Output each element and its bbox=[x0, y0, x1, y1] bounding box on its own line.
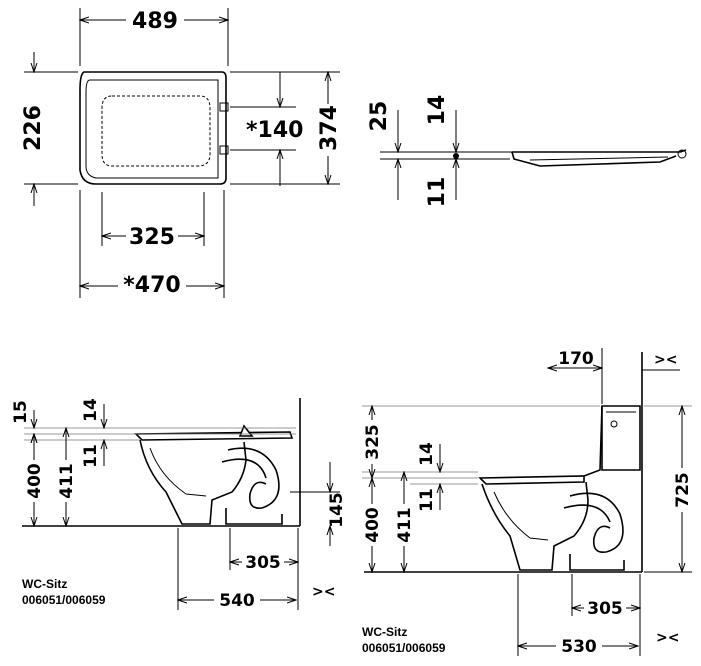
hinge-pin bbox=[677, 149, 687, 159]
right-dim-725: 725 bbox=[673, 472, 693, 508]
side-detail: 25 14 11 bbox=[367, 95, 687, 208]
right-dim-14: 14 bbox=[417, 442, 437, 466]
right-cistern bbox=[601, 405, 641, 471]
left-dim-400: 400 bbox=[25, 463, 45, 499]
side-dim-14: 14 bbox=[425, 95, 450, 126]
left-dim-145: 145 bbox=[327, 492, 347, 528]
dim-470: *470 bbox=[123, 273, 180, 298]
left-seat-codes: 006051/006059 bbox=[22, 593, 106, 607]
dim-140: *140 bbox=[246, 118, 303, 143]
right-gap-mark-bottom: >< bbox=[656, 630, 679, 646]
right-dim-530: 530 bbox=[561, 637, 597, 657]
left-bowl bbox=[139, 439, 247, 525]
right-dim-325: 325 bbox=[363, 424, 383, 460]
right-trap bbox=[563, 492, 624, 554]
right-seat-codes: 006051/006059 bbox=[362, 641, 446, 655]
left-dim-11: 11 bbox=[81, 444, 101, 468]
side-dim-25: 25 bbox=[367, 101, 392, 132]
left-trap bbox=[221, 447, 280, 510]
left-seat-label: WC-Sitz bbox=[22, 577, 67, 591]
hinge-mark-top bbox=[219, 102, 229, 112]
right-seat-label: WC-Sitz bbox=[362, 625, 407, 639]
left-dim-411: 411 bbox=[57, 463, 77, 499]
seat-outline bbox=[79, 71, 227, 185]
right-dim-170: 170 bbox=[558, 349, 594, 369]
left-gap-mark: >< bbox=[312, 584, 335, 600]
dim-374: 374 bbox=[317, 105, 342, 151]
left-dim-305: 305 bbox=[245, 553, 281, 573]
left-dim-14: 14 bbox=[81, 398, 101, 422]
right-bowl bbox=[481, 481, 589, 571]
right-dim-11: 11 bbox=[417, 488, 437, 512]
dim-489: 489 bbox=[132, 9, 178, 34]
right-gap-mark-top: >< bbox=[654, 352, 677, 368]
top-view: 489 226 *140 374 325 *470 bbox=[21, 8, 342, 298]
dim-226: 226 bbox=[21, 105, 46, 151]
hinge-mark-bottom bbox=[219, 145, 229, 155]
left-dim-15: 15 bbox=[11, 400, 31, 424]
right-seat bbox=[478, 475, 585, 485]
side-dim-11: 11 bbox=[425, 177, 450, 208]
right-dim-400: 400 bbox=[363, 507, 383, 543]
left-seat bbox=[134, 431, 294, 441]
right-side-view: 170 >< 325 400 411 14 11 725 bbox=[360, 348, 694, 657]
right-dim-305: 305 bbox=[587, 599, 623, 619]
left-side-view: 15 400 411 14 11 145 305 540 >< WC-Sitz bbox=[11, 398, 347, 611]
seat-opening-dashed bbox=[101, 95, 211, 167]
left-dim-540: 540 bbox=[219, 591, 255, 611]
right-dim-411: 411 bbox=[395, 507, 415, 543]
dim-325: 325 bbox=[129, 225, 175, 250]
seat-inner-line bbox=[85, 79, 219, 179]
